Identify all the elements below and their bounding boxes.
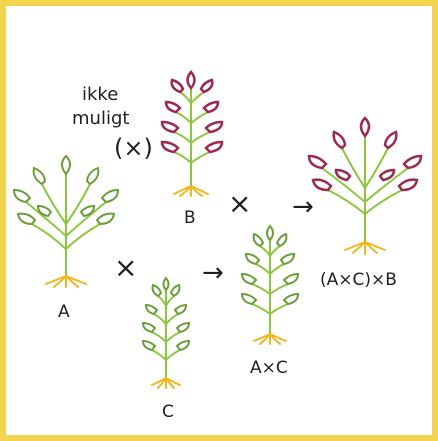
- arrow-to-ac: →: [202, 258, 224, 288]
- hybrid-acb-label: (A×C)×B: [320, 270, 397, 290]
- not-possible-label-line2: muligt: [72, 108, 130, 129]
- plant-c-illustration: [141, 276, 191, 389]
- plant-ac-illustration: [240, 224, 300, 345]
- arrow-to-acb: →: [292, 192, 314, 222]
- plant-b-illustration: [160, 70, 224, 197]
- not-possible-cross-symbol: (×): [114, 134, 153, 162]
- plant-c-label: C: [162, 402, 174, 422]
- cross-symbol-ac-b: ×: [228, 187, 252, 220]
- plant-a-label: A: [58, 302, 70, 322]
- hybrid-ac-label: A×C: [250, 358, 288, 378]
- plant-acb-illustration: [307, 116, 423, 255]
- cross-symbol-a-c: ×: [114, 251, 138, 284]
- not-possible-label-line1: ikke: [82, 84, 119, 105]
- plant-b-label: B: [184, 208, 196, 228]
- plant-a-illustration: [12, 154, 120, 288]
